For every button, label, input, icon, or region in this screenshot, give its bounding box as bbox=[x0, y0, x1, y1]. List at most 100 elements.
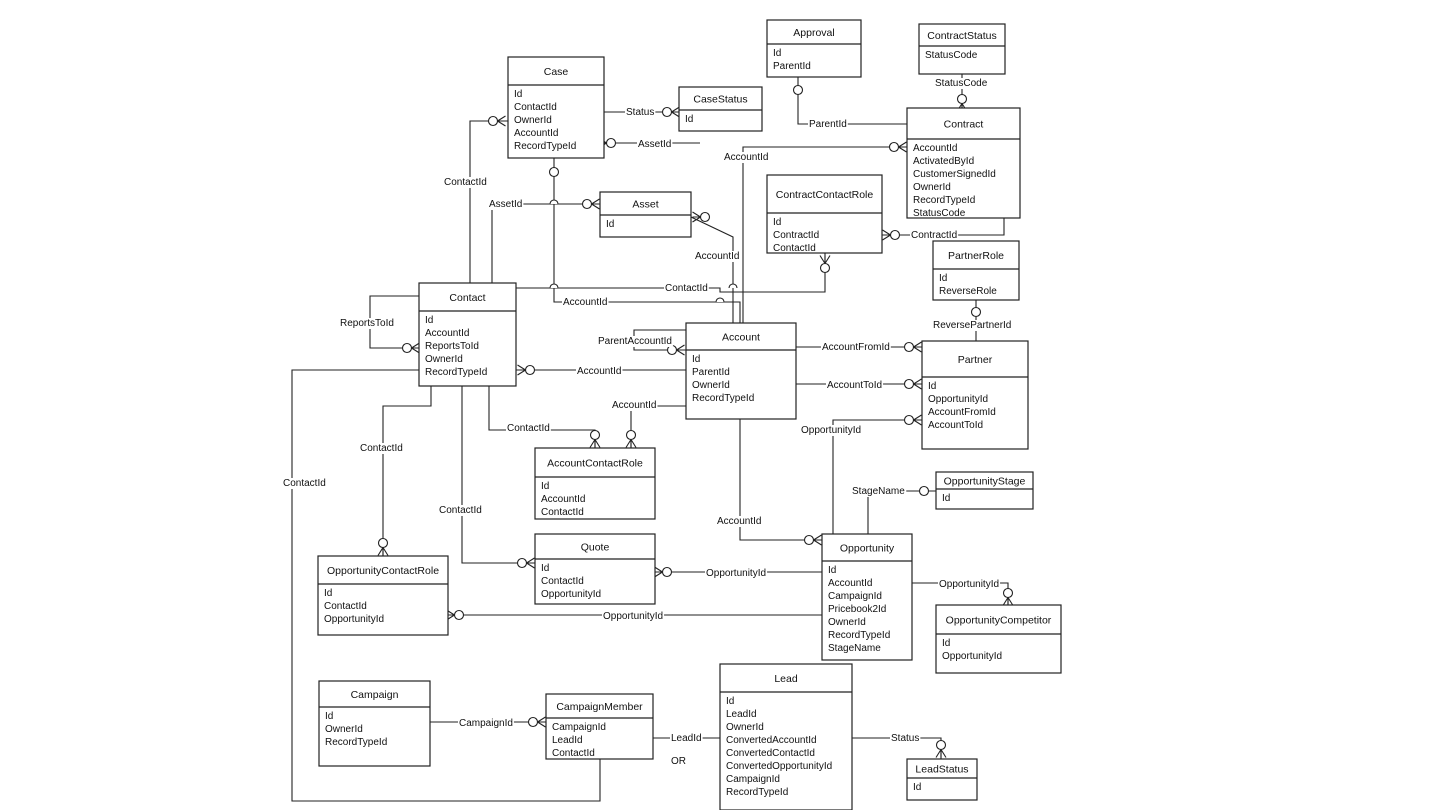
relationship-endpoint bbox=[654, 566, 673, 578]
relationship-endpoints bbox=[377, 84, 1014, 758]
entity-field: StatusCode bbox=[913, 208, 966, 219]
entity-field: AccountId bbox=[425, 328, 469, 339]
entity-field: Id bbox=[773, 217, 781, 228]
relationship-endpoint bbox=[692, 211, 711, 223]
entity-field: StatusCode bbox=[925, 50, 978, 61]
many-marker bbox=[1002, 597, 1014, 606]
relationship-endpoint bbox=[918, 485, 930, 497]
optional-marker bbox=[524, 364, 536, 376]
entity-field: RecordTypeId bbox=[692, 393, 754, 404]
optional-marker bbox=[661, 106, 673, 118]
entity-title: Asset bbox=[632, 199, 658, 211]
entity-field: Id bbox=[692, 354, 700, 365]
entity-field: Id bbox=[726, 696, 734, 707]
entity-contract: ContractAccountIdActivatedByIdCustomerSi… bbox=[906, 107, 1021, 219]
entity-field: ConvertedOpportunityId bbox=[726, 761, 832, 772]
optional-marker bbox=[903, 378, 915, 390]
relationship-label-contact-ocr: ContactId bbox=[360, 443, 403, 454]
label-background bbox=[821, 342, 891, 353]
entity-field: Id bbox=[913, 782, 921, 793]
relationship-endpoint bbox=[803, 534, 822, 546]
many-marker bbox=[537, 716, 546, 728]
relationship-endpoint bbox=[792, 84, 804, 96]
optional-marker bbox=[819, 262, 831, 274]
label-background bbox=[932, 320, 1013, 331]
label-background bbox=[826, 380, 884, 391]
entity-field: ReverseRole bbox=[939, 286, 997, 297]
entity-field: Id bbox=[514, 89, 522, 100]
entity-field: RecordTypeId bbox=[828, 630, 890, 641]
relationship-label-contact-ccr: ContactId bbox=[665, 283, 708, 294]
entity-title: Approval bbox=[793, 27, 834, 39]
entity-lead: LeadIdLeadIdOwnerIdConvertedAccountIdCon… bbox=[719, 663, 853, 810]
label-background bbox=[359, 443, 404, 454]
entity-box bbox=[534, 533, 656, 605]
relationship-label-account-partner-from: AccountFromId bbox=[822, 342, 890, 353]
relationship-endpoint bbox=[970, 306, 982, 318]
relationship-line bbox=[867, 490, 936, 534]
relationship-label-account-opportunity: AccountId bbox=[717, 516, 761, 527]
relationship-label-account-asset: AccountId bbox=[695, 251, 739, 262]
relationship-line bbox=[832, 419, 922, 534]
entity-field: Id bbox=[685, 114, 693, 125]
many-marker bbox=[517, 364, 526, 376]
entity-box bbox=[935, 604, 1062, 674]
entity-field: AccountId bbox=[514, 128, 558, 139]
entity-title: OpportunityStage bbox=[944, 476, 1026, 488]
label-background bbox=[808, 119, 848, 130]
entity-field: LeadId bbox=[552, 735, 583, 746]
relationship-label-opportunity-quote: OpportunityId bbox=[706, 568, 766, 579]
relationship-endpoint bbox=[888, 141, 907, 153]
entity-asset: AssetId bbox=[599, 191, 692, 238]
entity-field: Id bbox=[541, 563, 549, 574]
entity-box bbox=[918, 23, 1006, 75]
many-marker bbox=[411, 342, 420, 354]
relationship-label-approval-contract: ParentId bbox=[809, 119, 847, 130]
entity-box bbox=[719, 663, 853, 810]
optional-marker bbox=[699, 211, 711, 223]
line-hop bbox=[728, 283, 738, 289]
relationship-label-campaign-campaignmember: CampaignId bbox=[459, 718, 513, 729]
entity-field: Id bbox=[541, 481, 549, 492]
label-background bbox=[910, 230, 959, 241]
entity-box bbox=[317, 555, 449, 636]
relationship-label-account-parent: ParentAccountId bbox=[598, 336, 672, 347]
or-annotation: OR bbox=[671, 756, 686, 767]
relationship-endpoint bbox=[487, 115, 506, 127]
relationship-label-contact-quote: ContactId bbox=[439, 505, 482, 516]
relationship-endpoint bbox=[903, 414, 922, 426]
entity-field: Pricebook2Id bbox=[828, 604, 886, 615]
relationship-endpoint bbox=[581, 198, 600, 210]
entity-field: AccountId bbox=[541, 494, 585, 505]
entity-box bbox=[318, 680, 431, 767]
label-background bbox=[282, 478, 327, 489]
label-background bbox=[597, 336, 673, 347]
label-background bbox=[458, 718, 514, 729]
many-marker bbox=[819, 255, 831, 264]
label-background bbox=[934, 78, 989, 89]
label-background bbox=[562, 297, 609, 308]
entity-field: Id bbox=[942, 493, 950, 504]
many-marker bbox=[913, 341, 922, 353]
label-background bbox=[670, 733, 703, 744]
entity-field: AccountId bbox=[913, 143, 957, 154]
relationship-line bbox=[690, 216, 734, 323]
many-marker bbox=[813, 534, 822, 546]
entity-title: Partner bbox=[958, 354, 993, 366]
entity-field: OwnerId bbox=[425, 354, 463, 365]
entity-box bbox=[932, 240, 1020, 301]
optional-marker bbox=[918, 485, 930, 497]
entity-field: ActivatedById bbox=[913, 156, 974, 167]
entity-field: ContactId bbox=[324, 601, 367, 612]
entity-field: OwnerId bbox=[692, 380, 730, 391]
entity-box bbox=[685, 322, 797, 420]
label-background bbox=[637, 139, 673, 150]
entity-box bbox=[534, 447, 656, 520]
optional-marker bbox=[803, 534, 815, 546]
entity-field: OwnerId bbox=[828, 617, 866, 628]
relationship-label-case-casestatus: Status bbox=[626, 107, 654, 118]
entity-field: RecordTypeId bbox=[726, 787, 788, 798]
